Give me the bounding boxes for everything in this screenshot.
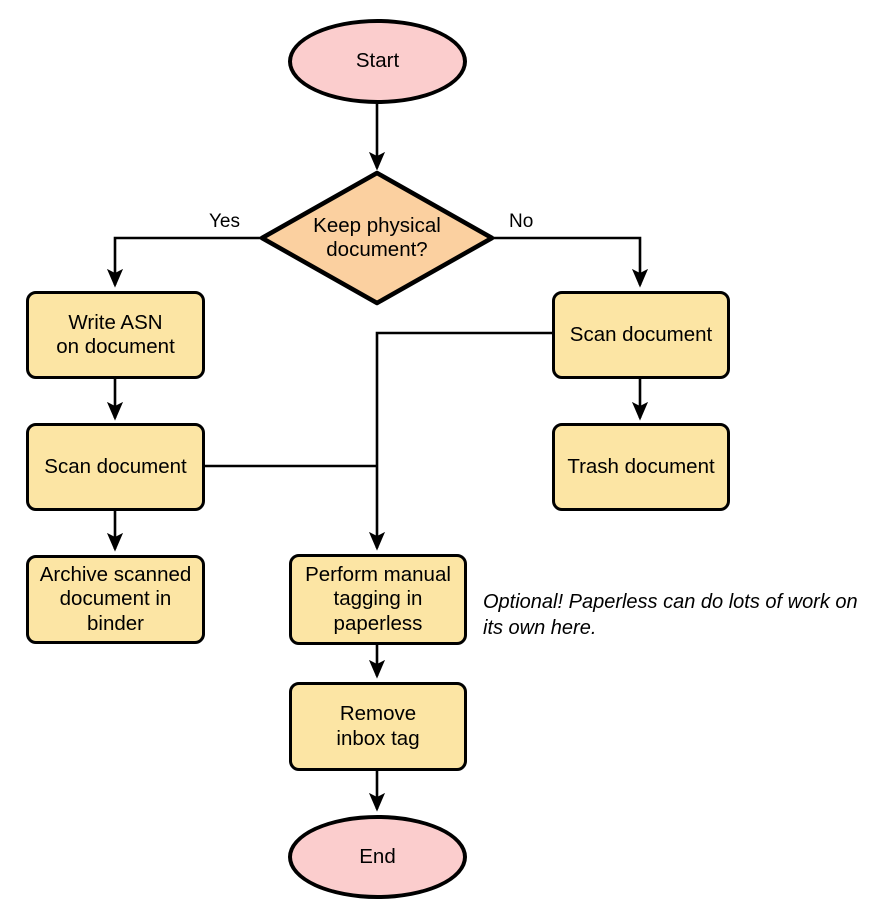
edge-decision-yes-to-write-asn bbox=[106, 236, 262, 288]
node-scan-document-right-label: Scan document bbox=[569, 322, 713, 346]
node-decision-label: Keep physical document? bbox=[313, 213, 441, 261]
node-start-label: Start bbox=[355, 49, 400, 73]
node-write-asn-label: Write ASN on document bbox=[56, 310, 175, 358]
node-decision-keep-physical-document[interactable]: Keep physical document? bbox=[277, 206, 477, 270]
node-trash-document-label: Trash document bbox=[567, 454, 715, 478]
edge-scan-right-to-manual-tagging bbox=[368, 331, 552, 551]
edge-label-yes: Yes bbox=[209, 211, 240, 232]
node-scan-document-right[interactable]: Scan document bbox=[552, 291, 730, 379]
edge-label-no: No bbox=[509, 211, 534, 232]
node-trash-document[interactable]: Trash document bbox=[552, 423, 730, 511]
node-remove-inbox-tag-label: Remove inbox tag bbox=[336, 702, 420, 750]
node-archive-scanned-document[interactable]: Archive scanned document in binder bbox=[26, 555, 205, 644]
decision-diamond-shape bbox=[259, 170, 495, 306]
node-archive-scanned-label: Archive scanned document in binder bbox=[39, 563, 192, 635]
node-write-asn-on-document[interactable]: Write ASN on document bbox=[26, 291, 205, 379]
node-perform-manual-tagging-label: Perform manual tagging in paperless bbox=[305, 563, 451, 635]
node-perform-manual-tagging[interactable]: Perform manual tagging in paperless bbox=[289, 554, 467, 645]
node-remove-inbox-tag[interactable]: Remove inbox tag bbox=[289, 682, 467, 771]
node-end[interactable]: End bbox=[288, 815, 467, 899]
node-end-label: End bbox=[359, 844, 396, 868]
edge-decision-no-to-scan-right bbox=[492, 236, 649, 288]
node-start[interactable]: Start bbox=[288, 19, 467, 104]
annotation-optional-note: Optional! Paperless can do lots of work … bbox=[483, 591, 858, 640]
node-scan-document-left-label: Scan document bbox=[44, 454, 187, 478]
node-scan-document-left[interactable]: Scan document bbox=[26, 423, 205, 511]
